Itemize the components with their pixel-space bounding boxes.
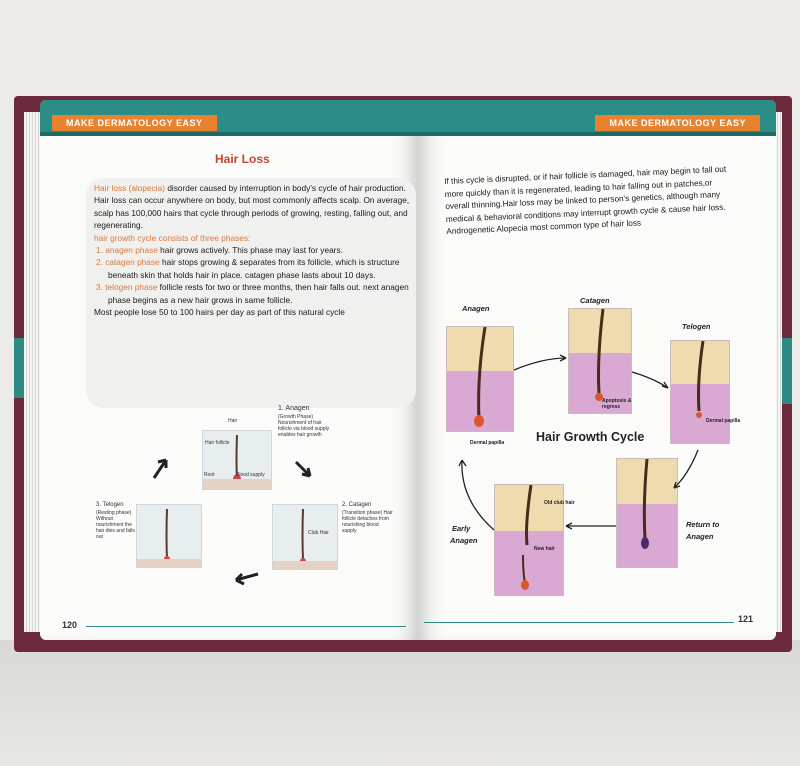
return-anagen-cell [616,458,678,568]
telogen-label: Telogen [682,322,711,331]
root-label: Root [204,472,215,478]
growth-cycle-arrows [458,354,699,531]
return-anagen-label-2: Anagen [686,532,714,541]
apoptosis-label: Apoptosis & regress [602,398,632,410]
text-panel [86,178,416,408]
dermal-papilla-label: Dermal papilla [470,440,505,446]
left-page-number: 120 [62,620,78,630]
early-anagen-label-1: Early [452,524,471,533]
page-stack-left [24,112,42,632]
catagen-stage-desc: (Transition phase) Hair follicle detache… [342,510,393,534]
left-footer-line [86,626,406,627]
left-page: MAKE DERMATOLOGY EASY Hair Loss Hair los… [40,100,418,640]
table-surface [0,640,800,766]
old-club-hair-label: Old club hair [544,500,575,506]
telogen-stage-label: 3. Telogen [96,502,124,508]
hair-loss-text: Hair loss (alopecia) disorder caused by … [94,182,412,318]
catagen-hair-graphic [273,508,337,569]
telogen-hair-graphic [137,508,201,567]
catagen-illustration [272,504,338,570]
diagram-title: Hair Growth Cycle [536,430,645,444]
telogen-stage-desc: (Resting phase) Without nourishment the … [96,510,135,540]
page-title: Hair Loss [215,152,270,166]
left-brand-label: MAKE DERMATOLOGY EASY [52,115,217,131]
phase-item: 2. catagen phase hair stops growing & se… [96,257,400,280]
early-anagen-label-2: Anagen [450,536,478,545]
right-text: If this cycle is disrupted, or if hair f… [444,163,738,239]
catagen-cell [568,308,632,414]
hair-label: Hair [228,418,238,424]
cycle-arrows [152,458,312,586]
anagen-stage-label: 1. Anagen [278,405,310,412]
anagen-label: Anagen [462,304,490,313]
dermal-papilla-label-2: Dermal papilla [706,418,741,424]
intro-paragraph: Hair loss (alopecia) disorder caused by … [94,183,410,231]
early-anagen-cell [494,484,564,596]
anagen-stage-desc: (Growth Phase) Nourishment of hair folli… [278,414,330,438]
new-hair-label: New hair [534,546,555,552]
hair-follicle-label: Hair follicle [205,440,230,446]
right-page: MAKE DERMATOLOGY EASY If this cycle is d… [418,100,776,640]
anagen-hair-graphic [203,434,271,489]
cycle-heading: hair growth cycle consists of three phas… [94,232,251,243]
blood-supply-label: Blood supply [236,472,265,478]
catagen-label: Catagen [580,296,610,305]
phase-item: 3. telogen phase follicle rests for two … [96,282,409,305]
anagen-illustration [202,430,272,490]
right-footer-line [424,622,734,623]
return-anagen-label-1: Return to [686,520,720,529]
club-hair-label: Club Hair [308,530,329,536]
telogen-illustration [136,504,202,568]
phase-item: 1. anagen phase hair grows actively. Thi… [96,245,343,256]
right-brand-label: MAKE DERMATOLOGY EASY [595,115,760,131]
closing-sentence: Most people lose 50 to 100 hairs per day… [94,307,345,318]
catagen-stage-label: 2. Catagen [342,502,372,508]
intro-term: Hair loss (alopecia) [94,183,166,193]
anagen-cell [446,326,514,432]
telogen-cell [670,340,730,444]
right-page-number: 121 [738,614,754,624]
